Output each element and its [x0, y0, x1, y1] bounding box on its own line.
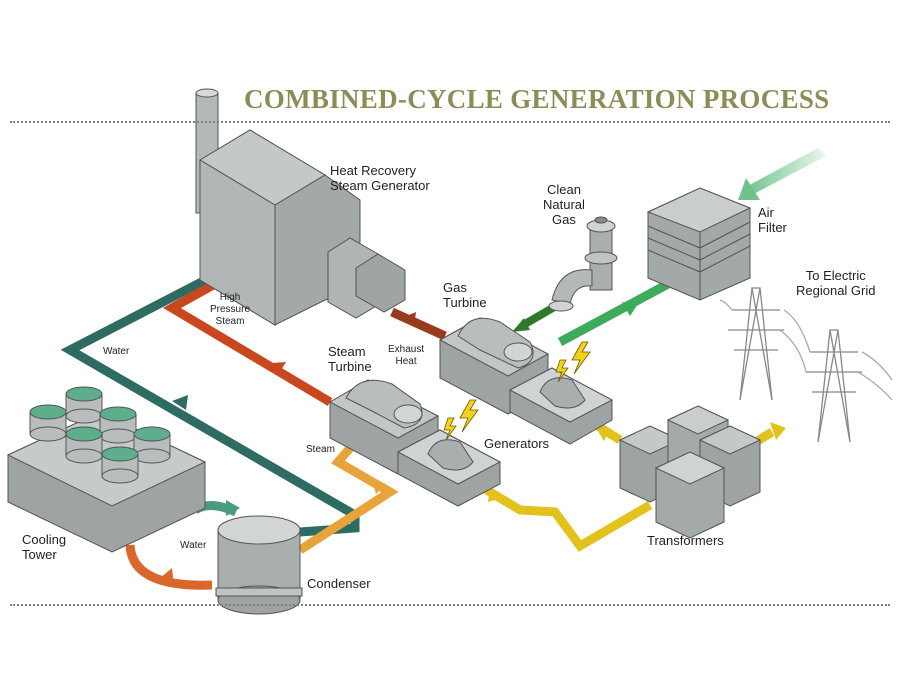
gas-turbine-generator	[508, 367, 614, 445]
heat-recovery-steam-generator	[195, 88, 406, 326]
cooling-water-label: Water	[180, 540, 207, 551]
air-filter	[646, 187, 752, 301]
cooling-return-arrow	[160, 568, 174, 586]
transformers-label: Transformers	[647, 533, 724, 548]
spark-icon	[443, 341, 591, 441]
low-steam-pipe	[297, 445, 399, 554]
transformers	[618, 405, 762, 539]
power-arrows	[488, 422, 786, 502]
exhaust-heat-pipe	[390, 307, 447, 341]
water-flow-arrows	[172, 395, 188, 410]
air-flow-pipe	[557, 280, 671, 346]
exhaust-arrow	[402, 312, 416, 327]
title-divider	[10, 121, 890, 123]
condenser	[215, 515, 303, 615]
steam-turbine-generator	[396, 429, 502, 507]
low-steam-arrow	[372, 480, 386, 494]
gas-flow-arrow	[512, 318, 530, 332]
steam-arrow	[272, 362, 286, 375]
condenser-label: Condenser	[307, 576, 371, 591]
generators-label: Generators	[484, 436, 550, 451]
cooling-tower	[6, 386, 207, 553]
gas-valve	[548, 216, 618, 312]
bottom-divider	[10, 604, 890, 606]
steam-label: Steam	[306, 444, 335, 455]
air-flow-arrow	[622, 302, 638, 316]
page-title: COMBINED-CYCLE GENERATION PROCESS	[244, 84, 830, 114]
transmission-towers	[719, 287, 893, 443]
water-label: Water	[103, 346, 130, 357]
air-intake-arrow	[738, 148, 826, 200]
cooling-return-pipe	[125, 544, 213, 590]
cooling-water-arrow	[226, 500, 240, 516]
cooling-fan-icon	[29, 386, 171, 484]
